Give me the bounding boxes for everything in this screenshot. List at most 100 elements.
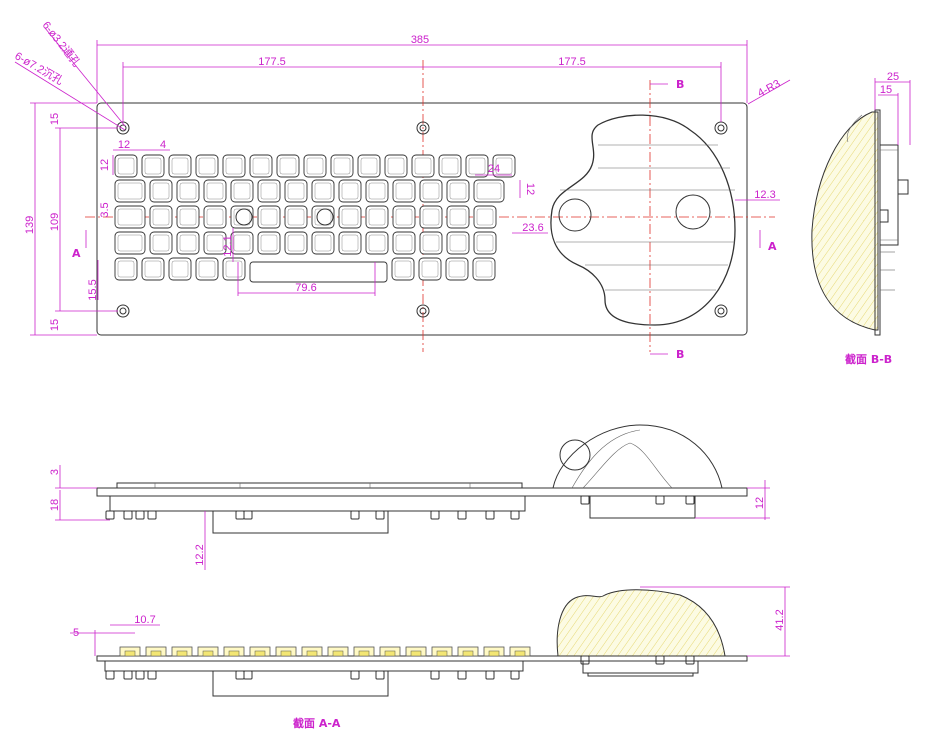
section-marker-a-right: A xyxy=(768,240,777,253)
key xyxy=(203,231,227,255)
section-aa-view: 5 10.7 41.2 截面 A-A xyxy=(70,586,790,730)
section-aa-keys xyxy=(119,646,531,657)
trackball-left-button xyxy=(558,198,592,232)
section-marker-b-top: B xyxy=(676,78,684,91)
key xyxy=(176,179,200,203)
key xyxy=(392,205,416,229)
mount-nut xyxy=(135,510,145,520)
mount-nut xyxy=(375,510,385,520)
key xyxy=(284,205,308,229)
key xyxy=(392,231,416,255)
key xyxy=(492,154,516,178)
mount-nut xyxy=(655,495,665,505)
key xyxy=(141,257,165,281)
key xyxy=(276,154,300,178)
key xyxy=(257,231,281,255)
mount-nut xyxy=(235,670,245,680)
mount-nut xyxy=(430,670,440,680)
section-aa-nuts xyxy=(105,655,695,680)
section-bb-title: 截面 B-B xyxy=(845,352,892,366)
key xyxy=(411,154,435,178)
key xyxy=(365,205,389,229)
mount-nut xyxy=(243,670,253,680)
key xyxy=(284,231,308,255)
dim-front-height: 18 xyxy=(49,499,61,511)
key xyxy=(365,179,389,203)
mount-nut xyxy=(485,670,495,680)
key xyxy=(222,154,246,178)
dim-row-pitch: 15.5 xyxy=(87,279,99,300)
key xyxy=(257,179,281,203)
key xyxy=(203,205,227,229)
key xyxy=(473,205,497,229)
key xyxy=(357,154,381,178)
front-view: 3 18 12.2 12 xyxy=(49,424,770,570)
key xyxy=(168,257,192,281)
key xyxy=(391,257,415,281)
key xyxy=(114,205,146,229)
key xyxy=(141,154,165,178)
key xyxy=(230,231,254,255)
dim-trackball-offset: 12.3 xyxy=(754,189,775,201)
key xyxy=(195,257,219,281)
dim-half-left: 177.5 xyxy=(258,56,286,68)
key xyxy=(114,179,146,203)
key xyxy=(446,205,470,229)
key xyxy=(303,154,327,178)
dim-space-height: 12.1 xyxy=(222,235,234,256)
key xyxy=(338,205,362,229)
dim-bottom-margin: 15 xyxy=(49,319,61,331)
mount-nut xyxy=(655,655,665,665)
dim-space-width: 79.6 xyxy=(295,282,316,294)
mount-nut xyxy=(243,510,253,520)
key xyxy=(473,179,505,203)
key xyxy=(149,231,173,255)
key xyxy=(365,231,389,255)
dim-hole-large: 6-ø7.2沉孔 xyxy=(13,49,66,87)
mount-nut xyxy=(135,670,145,680)
dim-key-offset: 3.5 xyxy=(99,202,111,217)
mount-nut xyxy=(375,670,385,680)
section-aa-dome xyxy=(556,589,726,657)
dim-overall-width: 385 xyxy=(411,34,429,46)
mount-nut xyxy=(510,670,520,680)
key xyxy=(249,154,273,178)
dim-key-spacing-x: 12 xyxy=(118,139,130,151)
trackball-housing-lines xyxy=(556,144,735,291)
key xyxy=(168,154,192,178)
dim-key-gap: 4 xyxy=(160,139,166,151)
key xyxy=(284,179,308,203)
mount-nut xyxy=(580,655,590,665)
key xyxy=(114,154,138,178)
mount-nut xyxy=(147,510,157,520)
front-trackball-dome xyxy=(552,424,723,489)
section-bb-dome xyxy=(811,111,879,331)
dim-key-right-w: 24 xyxy=(488,163,500,175)
key xyxy=(257,205,281,229)
dim-hole-small: 6-ø3.2通孔 xyxy=(40,19,83,69)
key xyxy=(176,205,200,229)
mount-nut xyxy=(123,510,133,520)
dim-side-inner: 15 xyxy=(880,84,892,96)
mount-nut xyxy=(580,495,590,505)
key xyxy=(419,179,443,203)
mount-nut xyxy=(485,510,495,520)
key xyxy=(311,179,335,203)
key xyxy=(230,179,254,203)
dim-front-thickness: 3 xyxy=(49,469,61,475)
mounting-holes xyxy=(116,121,728,318)
dim-total-height: 139 xyxy=(24,216,36,234)
key xyxy=(203,179,227,203)
key xyxy=(418,257,442,281)
dim-top-margin: 15 xyxy=(49,113,61,125)
front-nuts xyxy=(105,495,695,520)
key-marker xyxy=(316,208,334,226)
dim-key-right-gap: 23.6 xyxy=(522,222,543,234)
mount-nut xyxy=(457,670,467,680)
key xyxy=(311,231,335,255)
mount-nut xyxy=(685,655,695,665)
key-grid xyxy=(114,154,516,283)
keyboard-plate xyxy=(96,102,748,336)
mount-nut xyxy=(350,510,360,520)
